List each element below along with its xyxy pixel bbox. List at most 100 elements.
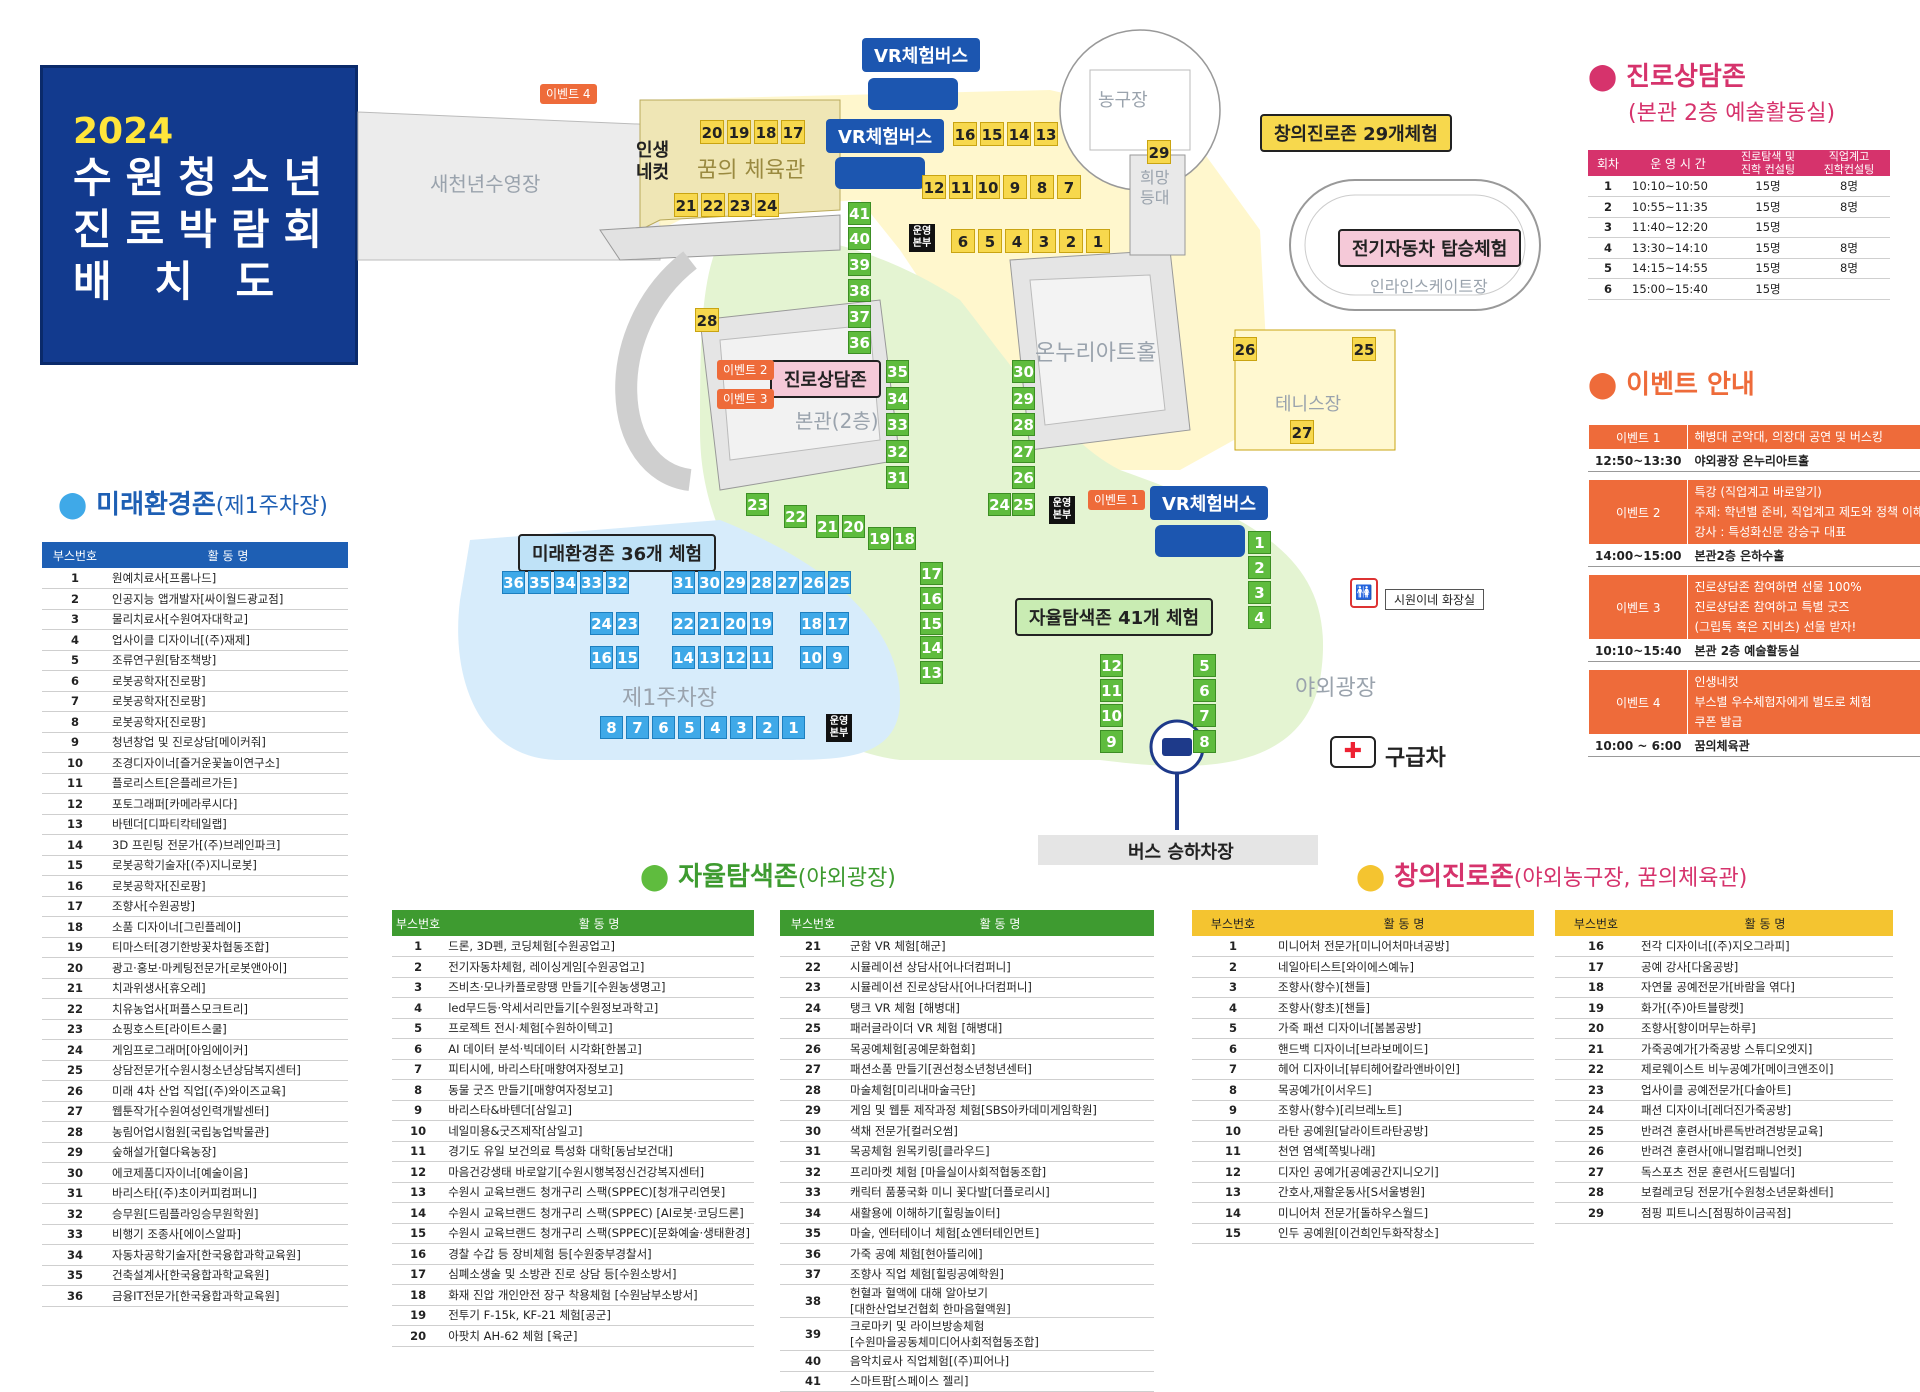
map-booth-creative: 19 [727, 120, 751, 144]
place-restroom-note: 시원이네 화장실 [1385, 589, 1484, 610]
zone-label-creative: 창의진로존 29개체험 [1260, 114, 1452, 152]
activity-name: 조류연구원[탐조책방] [108, 650, 348, 671]
activity-name: 업사이클 공예전문가[다솔아트] [1637, 1080, 1893, 1101]
booth-number: 28 [42, 1122, 108, 1143]
activity-name: 헤어 디자이너[뷰티헤어칼라앤바이인] [1274, 1059, 1534, 1080]
activity-name: 목공예가[이서우드] [1274, 1080, 1534, 1101]
map-booth-creative: 21 [674, 193, 698, 217]
activity-name: 전투기 F-15k, KF-21 체험[공군] [444, 1305, 754, 1326]
booth-number: 21 [1555, 1039, 1637, 1060]
activity-name: 바텐더[디파티칵테일랩] [108, 814, 348, 835]
map-booth-creative: 29 [1147, 140, 1171, 164]
counsel-cell: 6 [1588, 279, 1628, 300]
counsel-cell: 15명 [1728, 197, 1808, 218]
map-booth-explore: 39 [848, 253, 871, 276]
booth-number: 37 [780, 1264, 846, 1285]
event-desc: 해병대 군악대, 의장대 공연 및 버스킹 [1688, 425, 1920, 450]
ops-hq-1: 운영 본부 [909, 224, 935, 252]
booth-number: 28 [1555, 1182, 1637, 1203]
map-booth-creative: 14 [1007, 122, 1031, 146]
activity-name: 숲해설가[혈다육농장] [108, 1142, 348, 1163]
booth-number: 11 [392, 1141, 444, 1162]
map-booth-future: 13 [698, 646, 721, 669]
booth-number: 15 [42, 855, 108, 876]
booth-number: 32 [780, 1162, 846, 1183]
map-booth-explore: 38 [848, 279, 871, 302]
map-booth-future: 2 [756, 716, 779, 739]
map-booth-future: 30 [698, 571, 721, 594]
map-booth-explore: 28 [1012, 413, 1035, 436]
booth-number: 22 [1555, 1059, 1637, 1080]
map-booth-explore: 37 [848, 305, 871, 328]
activity-name: 공예 강사[다움공방] [1637, 957, 1893, 978]
activity-name: 색채 전문가[컬러오썸] [846, 1121, 1154, 1142]
map-booth-explore: 10 [1100, 704, 1123, 727]
booth-number: 21 [780, 936, 846, 957]
activity-name: 3D 프린팅 전문가[(주)브레인파크] [108, 835, 348, 856]
booth-number: 13 [42, 814, 108, 835]
counsel-cell: 15명 [1728, 217, 1808, 238]
counsel-cell: 14:15~14:55 [1628, 258, 1728, 279]
activity-name: 로봇공학자[진로팡] [108, 712, 348, 733]
activity-name: 네일아티스트[와이에스예뉴] [1274, 957, 1534, 978]
activity-name: 즈비츠·모나카플로랑땡 만들기[수원농생명고] [444, 977, 754, 998]
booth-number: 30 [780, 1121, 846, 1142]
booth-number: 20 [42, 958, 108, 979]
zone-label-vr-bus-3: VR체험버스 [1150, 486, 1268, 520]
booth-number: 12 [392, 1162, 444, 1183]
activity-name: 건축설계사[한국융합과학교육원] [108, 1265, 348, 1286]
booth-number: 2 [392, 957, 444, 978]
booth-number: 24 [42, 1040, 108, 1061]
booth-number: 25 [42, 1060, 108, 1081]
activity-name: 소품 디자이너[그린플레이] [108, 917, 348, 938]
activity-name: 경기도 유일 보건의료 특성화 대학[동남보건대] [444, 1141, 754, 1162]
activity-name: 조향사(향초)[챈들] [1274, 998, 1534, 1019]
booth-number: 18 [392, 1285, 444, 1306]
bus-icon-1 [868, 78, 958, 110]
map-booth-future: 22 [672, 612, 695, 635]
counsel-cell: 3 [1588, 217, 1628, 238]
map-booth-explore: 34 [886, 387, 909, 410]
booth-number: 27 [1555, 1162, 1637, 1183]
booth-number: 19 [1555, 998, 1637, 1019]
creative-zone-heading: ⬤ 창의진로존(야외농구장, 꿈의체육관) [1356, 856, 1747, 893]
booth-number: 14 [42, 835, 108, 856]
booth-number: 35 [42, 1265, 108, 1286]
booth-number: 9 [1192, 1100, 1274, 1121]
map-booth-explore: 18 [893, 527, 916, 550]
map-booth-explore: 36 [848, 331, 871, 354]
activity-name: 헌혈과 혈액에 대해 알아보기 [대한산업보건협회 한마음혈액원] [846, 1285, 1154, 1318]
activity-name: 목공예체험[공예문화협회] [846, 1039, 1154, 1060]
booth-number: 16 [392, 1244, 444, 1265]
counsel-cell: 10:55~11:35 [1628, 197, 1728, 218]
map-booth-creative: 8 [1030, 175, 1054, 199]
map-event-1: 이벤트 1 [1088, 490, 1145, 510]
map-booth-creative: 27 [1290, 420, 1314, 444]
map-booth-creative: 18 [754, 120, 778, 144]
ops-hq-2: 운영 본부 [1049, 496, 1075, 524]
activity-name: 피티시에, 바리스타[매향여자정보고] [444, 1059, 754, 1080]
